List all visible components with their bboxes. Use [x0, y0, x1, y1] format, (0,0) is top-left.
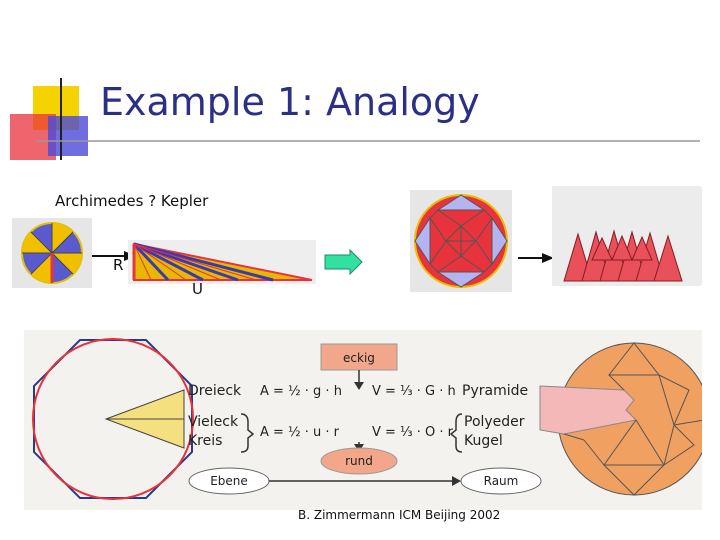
dreieck-label: Dreieck — [188, 383, 242, 399]
formula-sphere: V = ⅓ · O · r — [372, 425, 454, 440]
label-u: U — [192, 280, 203, 298]
decor-blue-square — [48, 116, 88, 156]
pyramids-image — [552, 186, 702, 286]
title-decoration — [0, 70, 720, 160]
pyramide-label: Pyramide — [462, 383, 528, 399]
formula-circle: A = ½ · u · r — [260, 425, 340, 440]
brace-left — [240, 413, 255, 453]
eckig-box — [320, 343, 398, 371]
slide-subtitle: Archimedes ? Kepler — [55, 192, 209, 210]
polyeder-label: Polyeder — [464, 414, 525, 430]
unrolled-triangle-image — [128, 240, 316, 284]
label-r: R — [113, 256, 124, 274]
slide-title: Example 1: Analogy — [100, 80, 480, 124]
ebene-label: Ebene — [210, 474, 248, 488]
eckig-label: eckig — [343, 351, 375, 365]
formula-pyramid: V = ⅓ · G · h — [372, 384, 456, 399]
formula-triangle: A = ½ · g · h — [260, 384, 342, 399]
circle-shape — [32, 338, 194, 500]
rund-ellipse — [320, 447, 398, 475]
kugel-label: Kugel — [464, 433, 503, 449]
analogy-diagram: eckig Dreieck Vieleck Kreis A = ½ · g · … — [24, 330, 702, 510]
triangulated-sphere-image — [410, 190, 512, 292]
arrow-right-icon-2 — [518, 253, 554, 263]
green-arrow-icon — [324, 249, 363, 275]
brace-right — [449, 413, 463, 453]
rund-label: rund — [345, 454, 373, 468]
raum-label: Raum — [484, 474, 519, 488]
sector-circle-image — [12, 218, 92, 288]
footer-credit: B. Zimmermann ICM Beijing 2002 — [298, 508, 501, 522]
vieleck-label: Vieleck — [188, 414, 239, 430]
sphere-cutout — [539, 385, 638, 435]
kreis-label: Kreis — [188, 433, 222, 449]
title-decoration-graphic — [10, 78, 700, 160]
